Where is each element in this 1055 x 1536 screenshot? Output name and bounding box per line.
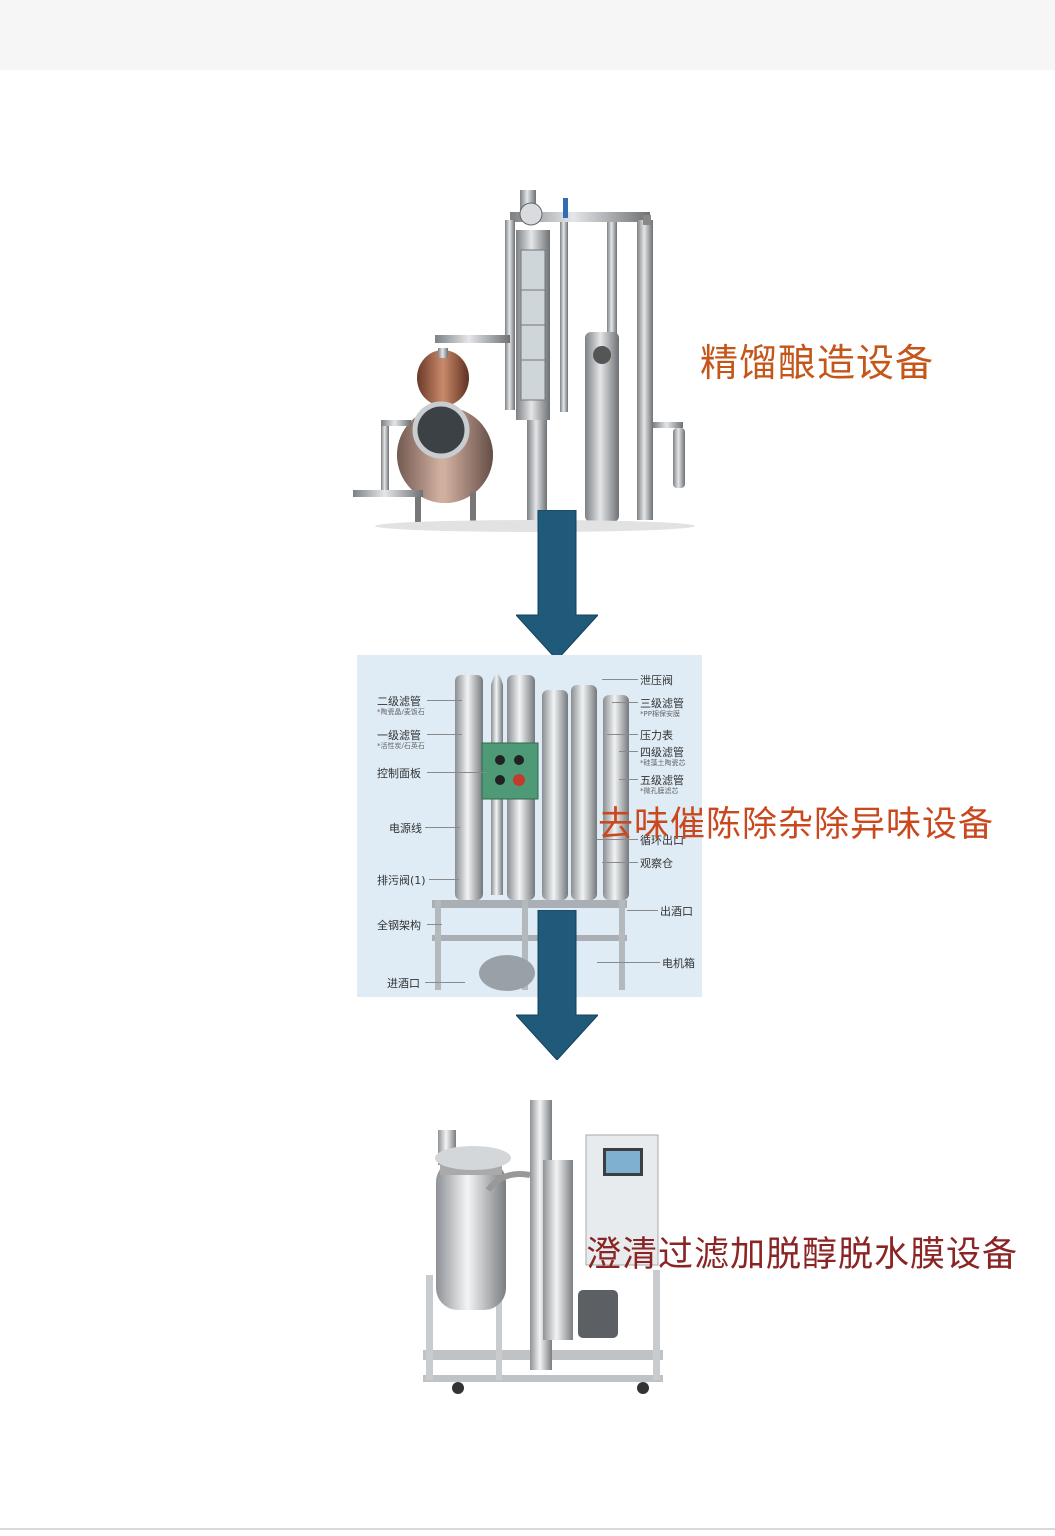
callout-tertiary-filter-note: *PP棉保安膜 bbox=[640, 709, 680, 719]
callout-drain-valve: 排污阀(1) bbox=[377, 872, 426, 888]
stage-label-deodorizing: 去味催陈除杂除异味设备 bbox=[598, 796, 994, 847]
stage-label-membrane: 澄清过滤加脱醇脱水膜设备 bbox=[586, 1226, 1018, 1277]
down-arrow-icon bbox=[516, 510, 598, 660]
callout-secondary-filter-note: *陶瓷晶/麦饭石 bbox=[377, 707, 425, 717]
callout-primary-filter-note: *活性炭/石英石 bbox=[377, 741, 425, 751]
callout-steel-frame: 全钢架构 bbox=[377, 917, 421, 933]
callout-quaternary-filter-note: *硅藻土陶瓷芯 bbox=[640, 758, 686, 768]
bottom-divider bbox=[0, 1528, 1055, 1530]
stage-label-distillation: 精馏酿造设备 bbox=[700, 332, 934, 387]
callout-motor-box: 电机箱 bbox=[662, 955, 695, 971]
callout-pressure-gauge: 压力表 bbox=[640, 727, 673, 743]
callout-fifth-filter-note: *微孔膜滤芯 bbox=[640, 786, 679, 796]
distillation-equipment-image bbox=[345, 160, 715, 535]
callout-inlet: 进酒口 bbox=[387, 975, 420, 991]
top-bar bbox=[0, 0, 1055, 70]
callout-observation-chamber: 观察仓 bbox=[640, 855, 673, 871]
callout-liquor-outlet: 出酒口 bbox=[660, 903, 693, 919]
callout-relief-valve: 泄压阀 bbox=[640, 672, 673, 688]
down-arrow-icon bbox=[516, 910, 598, 1060]
callout-power-cord: 电源线 bbox=[389, 820, 422, 836]
callout-control-panel: 控制面板 bbox=[377, 765, 421, 781]
